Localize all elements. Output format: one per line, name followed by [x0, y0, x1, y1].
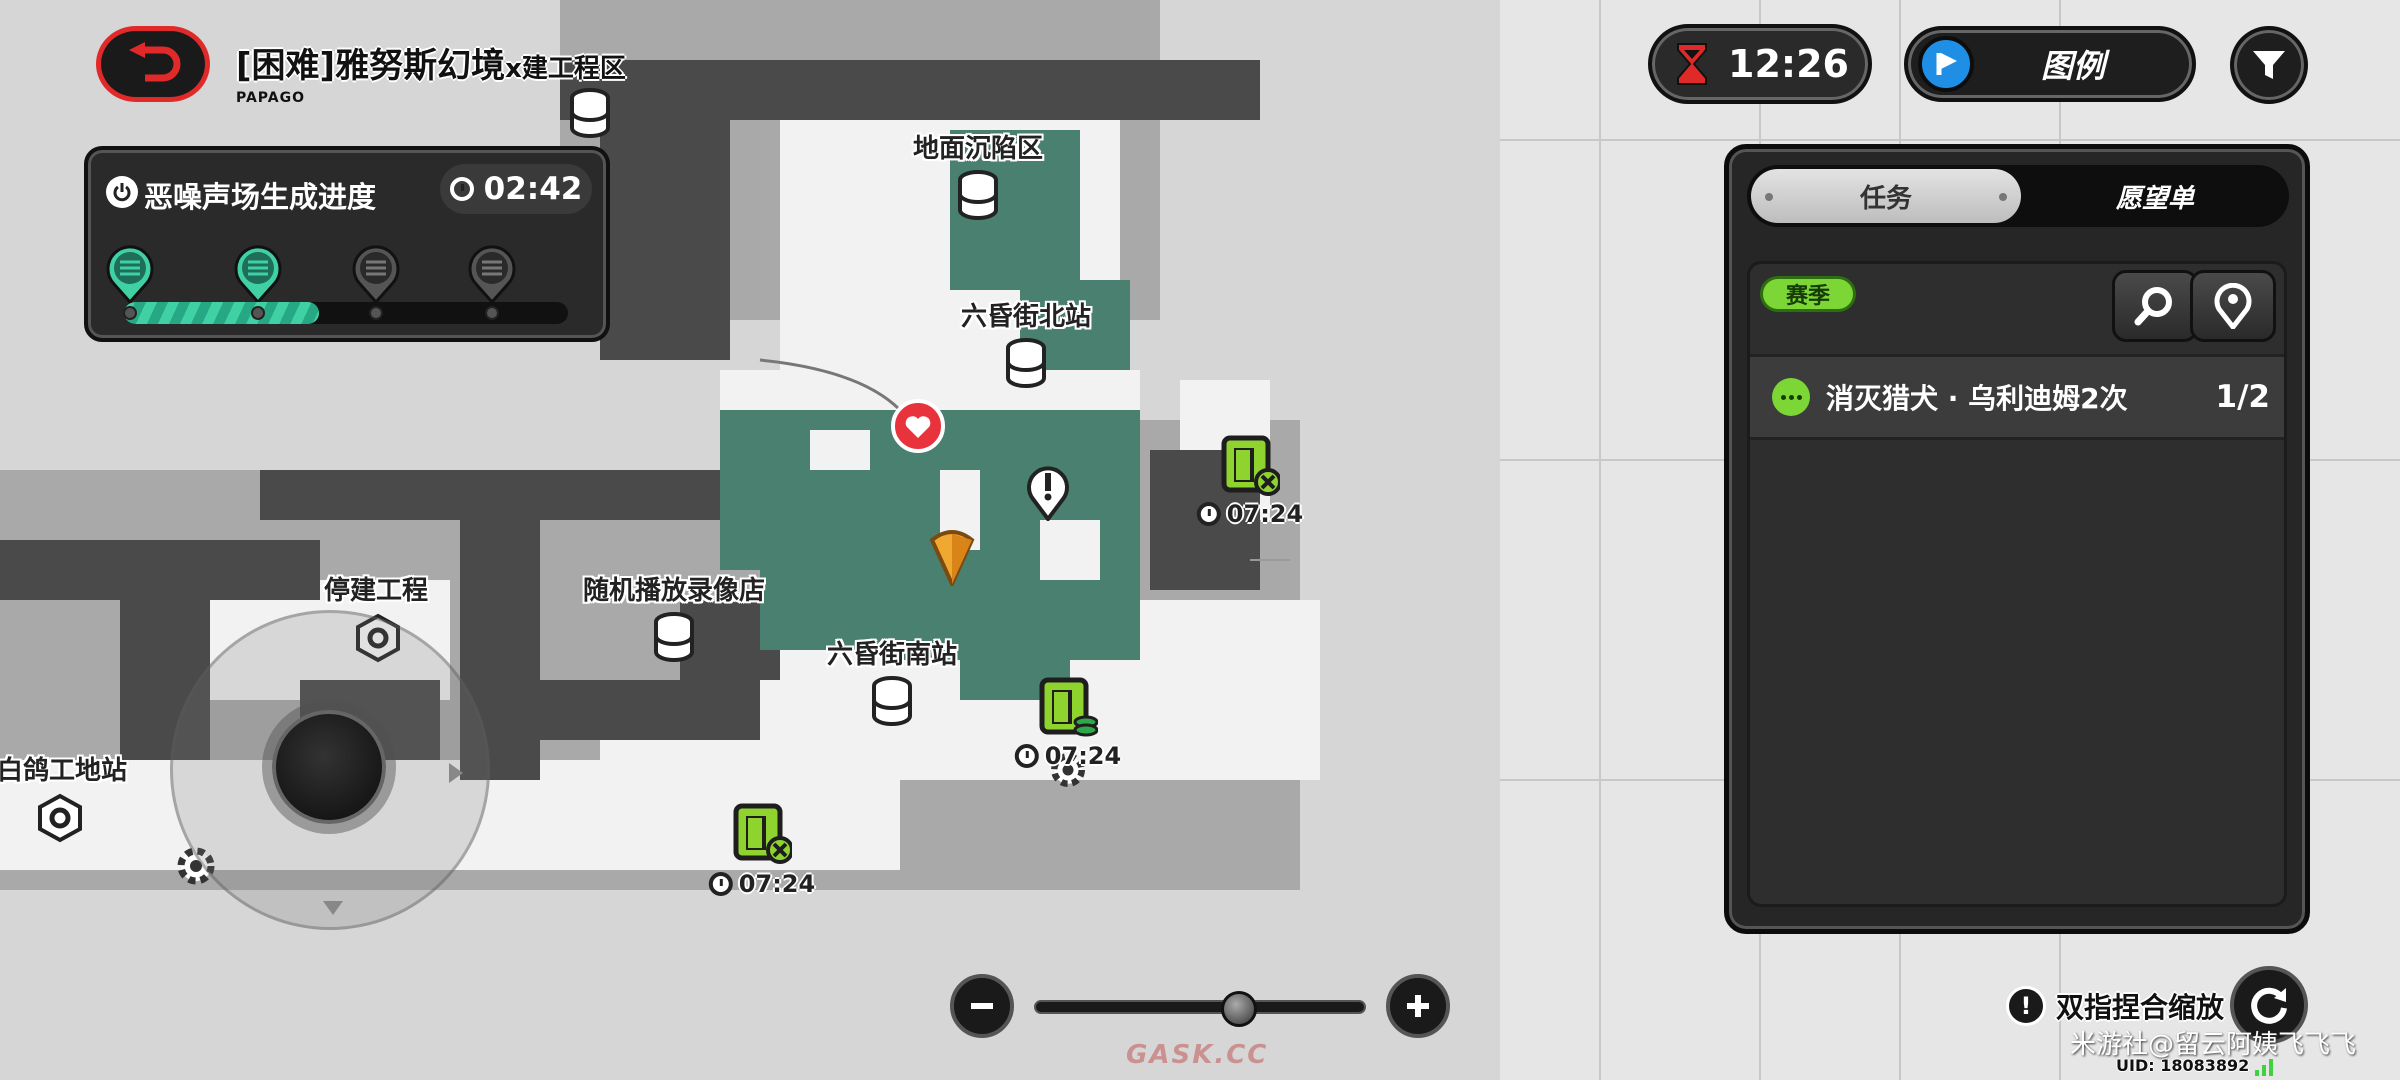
progress-stage-dot [251, 306, 265, 320]
zoom-in-button[interactable] [1386, 974, 1450, 1038]
author-watermark: 米游社@留云阿姨飞飞飞 [2070, 1030, 2357, 1060]
event-timer: 07:24 [1196, 500, 1303, 528]
player-uid: UID: 18083892 [2116, 1056, 2277, 1076]
game-clock: 12:26 [1648, 24, 1872, 104]
pinch-zoom-hint: ! 双指捏合缩放 [2006, 986, 2224, 1026]
event-timer: 07:24 [708, 870, 815, 898]
progress-title: 恶噪声场生成进度 [144, 180, 377, 214]
progress-stage-dot [485, 306, 499, 320]
plus-icon [1407, 995, 1429, 1017]
clock-icon [449, 177, 474, 201]
zoom-out-button[interactable] [950, 974, 1014, 1038]
clock-icon [708, 872, 733, 896]
station-cylinder-icon[interactable] [568, 88, 612, 144]
recenter-button[interactable] [2230, 966, 2308, 1044]
stage-node-active [104, 242, 156, 305]
stage-node-active [232, 242, 284, 305]
door-event-icon[interactable] [1038, 676, 1099, 744]
map-label-north-station: 六昏街北站 [960, 302, 1092, 332]
task-ongoing-icon [1772, 378, 1810, 416]
gear-icon[interactable] [1046, 748, 1090, 796]
exclamation-icon: ! [2006, 986, 2046, 1026]
station-cylinder-icon[interactable] [956, 170, 1000, 226]
progress-timer: 02:42 [440, 164, 592, 214]
door-event-icon[interactable] [1220, 434, 1282, 502]
map-label-halted-construction: 停建工程 [323, 576, 429, 606]
progress-stage-dot [123, 306, 137, 320]
minus-icon [971, 1003, 993, 1009]
filter-icon [2253, 51, 2285, 79]
play-circle-icon [1918, 36, 1974, 92]
map-label-ground-collapse: 地面沉陷区 [912, 134, 1044, 164]
task-title: 消灭猎犬 · 乌利迪姆2次 [1826, 382, 2128, 415]
legend-label: 图例 [2040, 47, 2105, 85]
zoom-slider[interactable] [1034, 991, 1366, 1027]
back-button[interactable] [96, 26, 210, 102]
map-label-video-store: 随机播放录像店 [582, 576, 766, 606]
door-event-icon[interactable] [732, 802, 794, 870]
station-cylinder-icon[interactable] [1004, 338, 1048, 394]
location-pin-icon [2214, 283, 2252, 329]
search-icon [2134, 287, 2172, 326]
map-label-south-station: 六昏街南站 [826, 640, 958, 670]
filter-button[interactable] [2230, 26, 2308, 104]
player-position-icon [928, 522, 976, 590]
stage-node-inactive [466, 242, 518, 305]
region-title: [困难]雅努斯幻境x建工程区 [236, 46, 626, 86]
power-icon [106, 176, 138, 208]
stage-node-inactive [350, 242, 402, 305]
progress-bar-fill [124, 302, 320, 324]
progress-bar-track [124, 302, 568, 324]
exclamation-marker-icon[interactable] [1025, 463, 1071, 525]
recenter-icon [2251, 987, 2287, 1024]
panel-tab-bar: 任务 愿望单 [1747, 165, 2289, 227]
legend-button[interactable]: 图例 [1904, 26, 2196, 102]
task-side-panel: 任务 愿望单 赛季 消灭猎犬 · 乌利迪姆2次 1/2 [1724, 144, 2310, 934]
back-arrow-icon [129, 42, 181, 82]
season-badge: 赛季 [1760, 276, 1856, 312]
tab-wishlist[interactable]: 愿望单 [2115, 183, 2194, 214]
station-cylinder-icon[interactable] [870, 676, 914, 732]
map-label-construction-site: 白鸽工地站 [0, 756, 128, 786]
site-watermark: GASK.CC [1126, 1040, 1269, 1070]
hex-nut-icon[interactable] [35, 793, 85, 847]
signal-icon [2254, 1058, 2273, 1076]
clock-icon [1196, 502, 1221, 526]
search-button[interactable] [2112, 270, 2198, 342]
region-subtitle: PAPAGO [236, 90, 306, 106]
clock-icon [1014, 744, 1039, 768]
locate-button[interactable] [2190, 270, 2276, 342]
station-cylinder-icon[interactable] [652, 612, 696, 668]
task-progress-count: 1/2 [2215, 379, 2270, 415]
task-list-area: 赛季 消灭猎犬 · 乌利迪姆2次 1/2 [1747, 261, 2287, 907]
joystick-knob[interactable] [272, 710, 386, 824]
hourglass-icon [1677, 43, 1707, 85]
heart-marker-icon[interactable] [889, 397, 947, 459]
zoom-slider-handle[interactable] [1221, 991, 1258, 1027]
tab-tasks[interactable]: 任务 [1751, 169, 2021, 223]
progress-stage-dot [369, 306, 383, 320]
noise-field-progress-panel: 恶噪声场生成进度 02:42 [84, 146, 610, 342]
task-item[interactable]: 消灭猎犬 · 乌利迪姆2次 1/2 [1750, 354, 2284, 440]
event-timer: 07:24 [1014, 742, 1121, 770]
